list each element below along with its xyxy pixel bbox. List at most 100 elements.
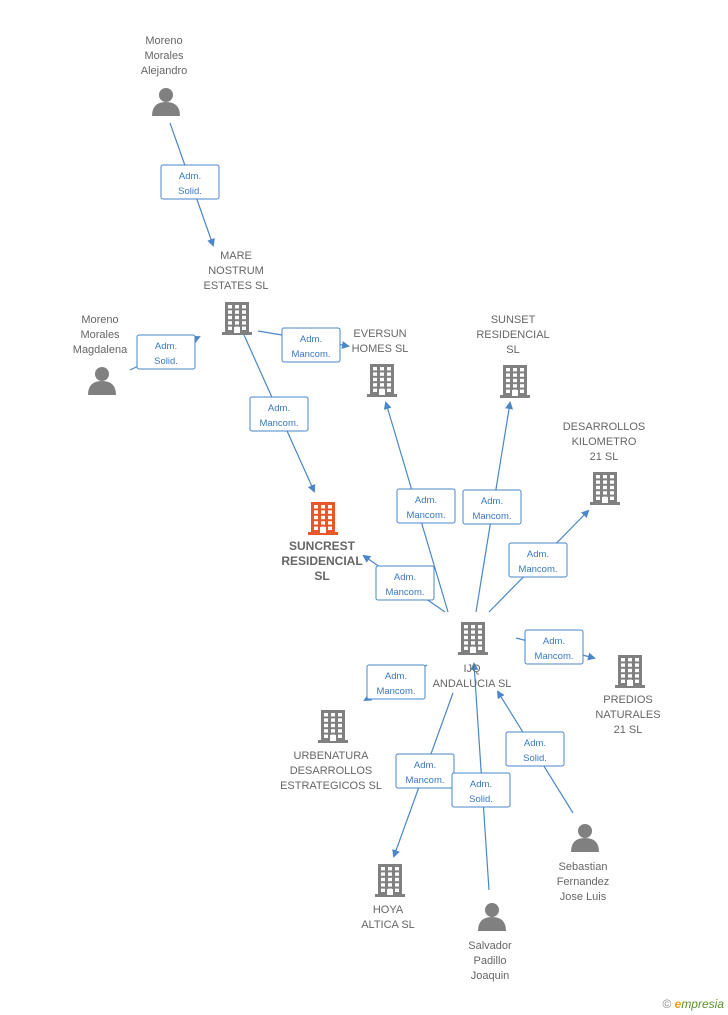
node-label: HOYA: [373, 904, 404, 916]
edge-label-e12[interactable]: Adm.Solid.: [451, 772, 511, 808]
edge-label-text: Adm.: [481, 496, 503, 507]
node-label: ESTRATEGICOS SL: [280, 780, 382, 792]
node-label: ANDALUCIA SL: [433, 678, 512, 690]
node-label: ALTICA SL: [361, 919, 415, 931]
edge-label-text: Solid.: [178, 186, 202, 197]
edge-label-box: [249, 396, 309, 432]
edge-label-e10[interactable]: Adm. Mancom.: [366, 664, 426, 700]
node-label: HOMES SL: [352, 343, 409, 355]
edge-label-box: [524, 629, 584, 665]
node-label: MARE: [220, 250, 252, 262]
node-label: RESIDENCIAL: [476, 329, 549, 341]
edge-label-text: Adm.: [268, 403, 290, 414]
node-label: Alejandro: [141, 65, 187, 77]
node-label: Padillo: [473, 955, 506, 967]
edge-label-e2[interactable]: Adm. Solid.: [136, 334, 196, 370]
node-label: Magdalena: [73, 344, 128, 356]
node-label: Salvador: [468, 940, 512, 952]
edge-label-e3[interactable]: Adm.Mancom.: [281, 327, 341, 363]
building-icon: [458, 622, 488, 655]
building-icon: [367, 364, 397, 397]
edge-label-e13[interactable]: Adm. Solid.: [505, 731, 565, 767]
edge-label-e11[interactable]: Adm. Mancom.: [395, 753, 455, 789]
edge-label-text: Mancom.: [405, 775, 444, 786]
node-hoya[interactable]: HOYA ALTICA SL: [361, 864, 415, 931]
node-label: NOSTRUM: [208, 265, 264, 277]
edge-label-text: Adm.: [415, 495, 437, 506]
edge-label-text: Adm.: [470, 779, 492, 790]
edge-label-e4[interactable]: Adm. Mancom.: [249, 396, 309, 432]
person-icon: [152, 88, 180, 116]
edge-label-text: Adm.: [414, 760, 436, 771]
edge-label-e9[interactable]: Adm.Mancom.: [524, 629, 584, 665]
edge-label-text: Adm.: [155, 341, 177, 352]
edge-label-text: Solid.: [154, 356, 178, 367]
edge-label-box: [136, 334, 196, 370]
node-label: PREDIOS: [603, 694, 653, 706]
edge-label-e5[interactable]: Adm.Mancom.: [396, 488, 456, 524]
node-label: DESARROLLOS: [290, 765, 373, 777]
edge-label-box: [375, 565, 435, 601]
node-label: ESTATES SL: [203, 280, 268, 292]
copyright-symbol: ©: [662, 997, 672, 1011]
nodes-layer: MorenoMoralesAlejandroMARENOSTRUMESTATES…: [73, 35, 661, 982]
node-eversun[interactable]: EVERSUN HOMES SL: [352, 328, 409, 397]
edge-label-text: Mancom.: [259, 418, 298, 429]
edge-label-text: Adm.: [394, 572, 416, 583]
node-label: URBENATURA: [294, 750, 370, 762]
node-label: KILOMETRO: [572, 436, 637, 448]
edge-label-e7[interactable]: Adm. Mancom.: [508, 542, 568, 578]
building-icon: [222, 302, 252, 335]
person-icon: [88, 367, 116, 395]
node-mare-nostrum[interactable]: MARE NOSTRUM ESTATES SL: [203, 250, 269, 335]
edge-label-text: Adm.: [524, 738, 546, 749]
edge-label-text: Mancom.: [518, 564, 557, 575]
node-label: SUNCREST: [289, 539, 356, 553]
edge-labels-layer: Adm. Solid. Adm. Solid. Adm. Mancom. Adm. Manco…: [136, 164, 584, 808]
edge-label-text: Adm.: [179, 171, 201, 182]
edge-label-box: [281, 327, 341, 363]
person-icon: [571, 824, 599, 852]
node-label: Joaquin: [471, 970, 510, 982]
edge-label-text: Adm.: [300, 334, 322, 345]
node-label: DESARROLLOS: [563, 421, 646, 433]
edge-label-e6[interactable]: Adm. Mancom.: [462, 489, 522, 525]
node-label: SL: [506, 344, 519, 356]
building-icon: [615, 655, 645, 688]
edge-label-text: Mancom.: [472, 511, 511, 522]
edge-label-box: [396, 488, 456, 524]
node-label: Jose Luis: [560, 891, 607, 903]
node-ijq[interactable]: IJQ ANDALUCIA SL: [433, 622, 512, 690]
building-icon: [308, 502, 338, 535]
node-label: RESIDENCIAL: [281, 554, 362, 568]
person-icon: [478, 903, 506, 931]
building-icon: [590, 472, 620, 505]
edge-label-text: Mancom.: [534, 651, 573, 662]
node-label: EVERSUN: [353, 328, 406, 340]
edge-label-text: Adm.: [527, 549, 549, 560]
footer-brand[interactable]: © empresia: [662, 997, 724, 1011]
edge-label-text: Adm.: [385, 671, 407, 682]
node-urbanatura[interactable]: URBENATURA DESARROLLOS ESTRATEGICOS SL: [280, 710, 382, 792]
edge-label-box: [160, 164, 220, 200]
node-label: SL: [314, 569, 329, 583]
node-label: Moreno: [81, 314, 118, 326]
brand-logo: empresia: [674, 997, 724, 1011]
edge-label-e1[interactable]: Adm. Solid.: [160, 164, 220, 200]
edge-label-box: [462, 489, 522, 525]
edge-label-box: [366, 664, 426, 700]
edge-label-text: Solid.: [523, 753, 547, 764]
node-label: IJQ: [463, 663, 481, 675]
edge-label-e8[interactable]: Adm.Mancom.: [375, 565, 435, 601]
node-label: Morales: [80, 329, 120, 341]
edge-label-box: [508, 542, 568, 578]
edge-label-text: Mancom.: [376, 686, 415, 697]
